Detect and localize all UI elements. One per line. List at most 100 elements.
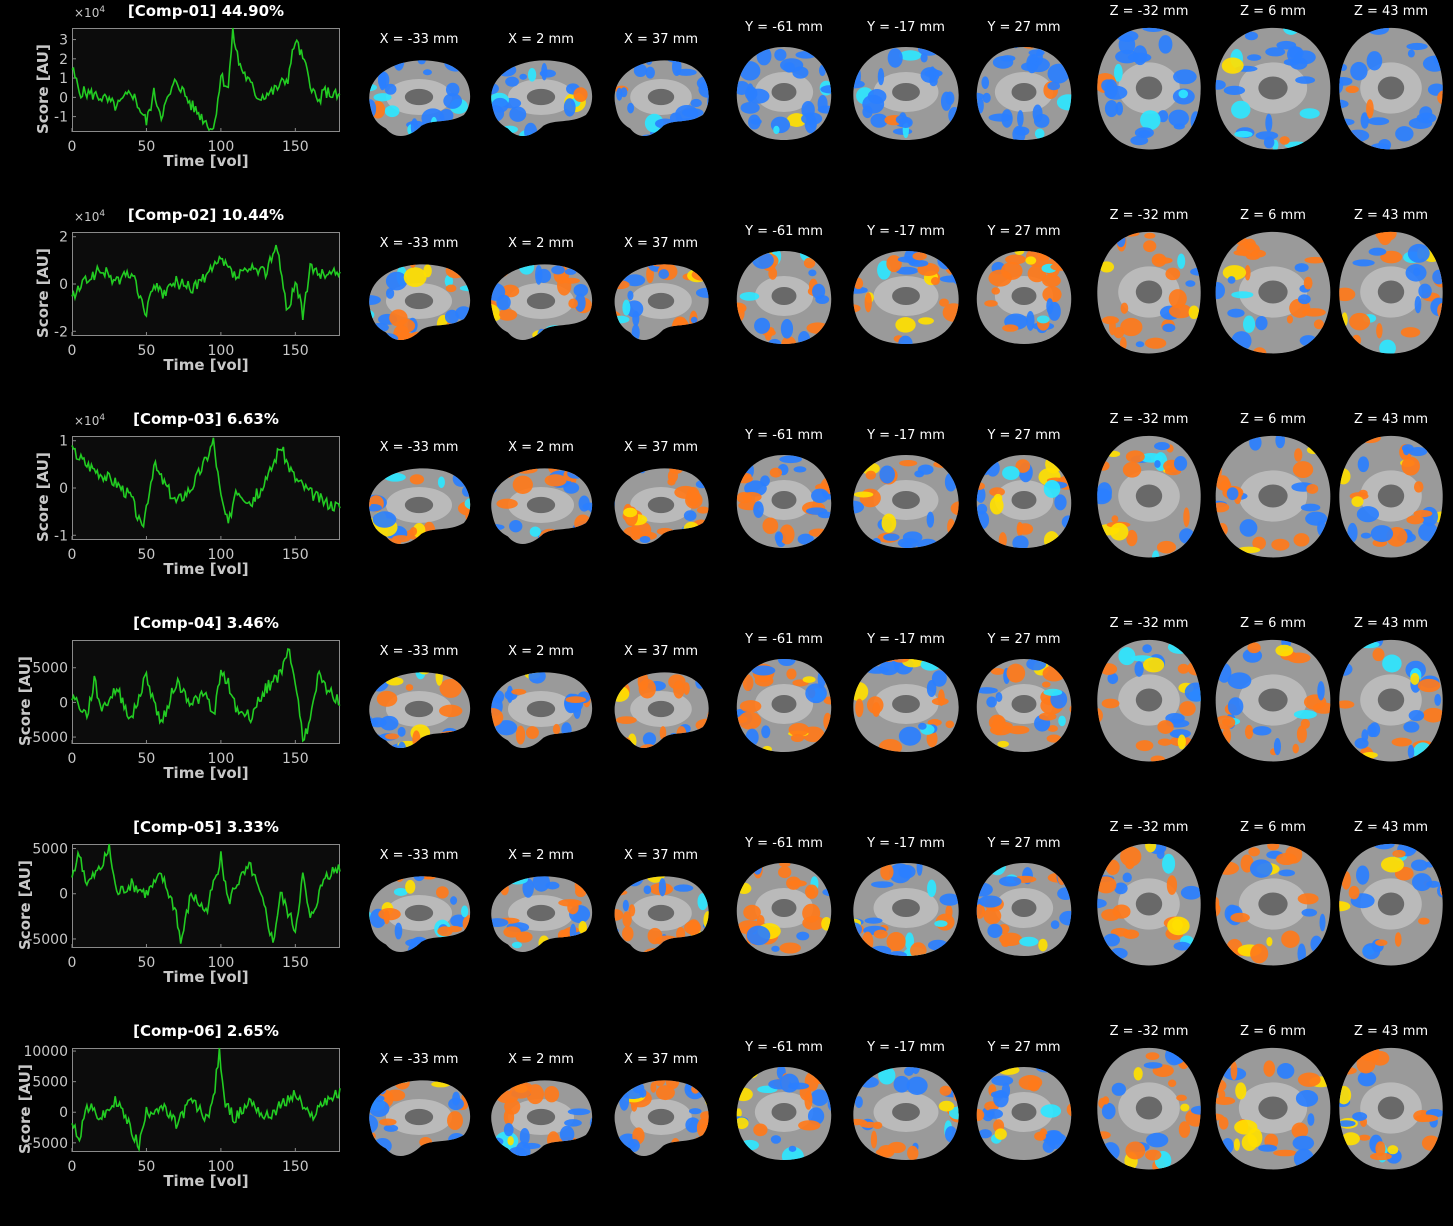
- brain-slice-map: [1339, 1047, 1443, 1170]
- y-tick-label: 5000: [32, 842, 68, 858]
- slice-coordinate-label: Z = 43 mm: [1353, 412, 1429, 427]
- brain-slice-map: [491, 264, 593, 341]
- slice-coordinate-label: Y = -61 mm: [745, 836, 823, 851]
- brain-slice-map: [976, 659, 1072, 752]
- slice-coordinate-label: Y = 27 mm: [987, 224, 1061, 239]
- slice-coordinate-label: X = 2 mm: [508, 644, 574, 659]
- brain-slice-map: [976, 455, 1072, 548]
- component-title: [Comp-06] 2.65%: [133, 1022, 279, 1040]
- brain-slice-map: [491, 1080, 593, 1157]
- timecourse-line: [71, 437, 341, 529]
- slice-coordinate-label: Y = -61 mm: [745, 1040, 823, 1055]
- x-axis-label: Time [vol]: [163, 356, 249, 374]
- x-tick-label: 150: [282, 139, 309, 155]
- slice-coordinate-label: Y = -17 mm: [867, 632, 945, 647]
- brain-slice-map: [1339, 843, 1443, 966]
- brain-slice-map: [853, 863, 959, 956]
- slice-coordinate-label: Z = -32 mm: [1109, 1024, 1189, 1039]
- brain-slice-map: [491, 468, 593, 545]
- brain-slice-map: [1097, 435, 1201, 558]
- slice-coordinate-label: Y = -61 mm: [745, 224, 823, 239]
- y-tick-label: -2: [54, 324, 68, 340]
- y-tick-label: 2: [59, 52, 68, 68]
- brain-slice-map: [976, 251, 1072, 344]
- x-tick-label: 150: [282, 343, 309, 359]
- y-tick-label: 0: [59, 277, 68, 293]
- slice-coordinate-label: X = -33 mm: [379, 236, 459, 251]
- slice-coordinate-label: Y = -61 mm: [745, 20, 823, 35]
- y-scale-multiplier: ×104: [74, 413, 106, 428]
- brain-slice-map: [614, 876, 709, 953]
- brain-slice-map: [369, 468, 471, 545]
- brain-slice-map: [1339, 27, 1443, 150]
- slice-coordinate-label: Z = 43 mm: [1353, 616, 1429, 631]
- y-tick-label: 0: [59, 695, 68, 711]
- x-tick-label: 100: [208, 547, 235, 563]
- x-tick-label: 0: [68, 139, 77, 155]
- brain-slice-map: [614, 1080, 709, 1157]
- x-tick-label: 50: [138, 139, 156, 155]
- timecourse-line: [71, 27, 341, 132]
- slice-coordinate-label: X = -33 mm: [379, 848, 459, 863]
- y-scale-multiplier: ×104: [74, 209, 106, 224]
- y-tick-label: -5000: [27, 1136, 68, 1152]
- slice-coordinate-label: Y = 27 mm: [987, 836, 1061, 851]
- slice-coordinate-label: X = -33 mm: [379, 644, 459, 659]
- y-tick-label: -5000: [27, 932, 68, 948]
- brain-slice-map: [1339, 231, 1443, 354]
- y-tick-label: 5000: [32, 661, 68, 677]
- slice-coordinate-label: Z = 6 mm: [1240, 412, 1306, 427]
- x-tick-label: 50: [138, 547, 156, 563]
- slice-coordinate-label: Z = 6 mm: [1240, 4, 1306, 19]
- x-axis-label: Time [vol]: [163, 764, 249, 782]
- slice-coordinate-label: Z = 6 mm: [1240, 616, 1306, 631]
- brain-slice-map: [369, 1080, 471, 1157]
- x-tick-label: 150: [282, 1159, 309, 1175]
- slice-coordinate-label: Y = -17 mm: [867, 1040, 945, 1055]
- slice-coordinate-label: Y = 27 mm: [987, 20, 1061, 35]
- brain-slice-map: [736, 251, 832, 344]
- brain-slice-map: [853, 659, 959, 752]
- slice-coordinate-label: Y = -17 mm: [867, 836, 945, 851]
- slice-coordinate-label: Z = -32 mm: [1109, 208, 1189, 223]
- brain-slice-map: [853, 251, 959, 344]
- x-tick-label: 100: [208, 751, 235, 767]
- slice-coordinate-label: Y = -61 mm: [745, 428, 823, 443]
- brain-slice-map: [736, 1067, 832, 1160]
- slice-coordinate-label: Z = 6 mm: [1240, 208, 1306, 223]
- brain-slice-map: [614, 60, 709, 137]
- slice-coordinate-label: X = -33 mm: [379, 1052, 459, 1067]
- x-axis-label: Time [vol]: [163, 1172, 249, 1190]
- slice-coordinate-label: X = -33 mm: [379, 440, 459, 455]
- brain-slice-map: [1097, 843, 1201, 966]
- slice-coordinate-label: X = 37 mm: [623, 32, 699, 47]
- timecourse-plot: [72, 1048, 340, 1152]
- y-tick-label: 0: [59, 887, 68, 903]
- y-tick-label: 0: [59, 1105, 68, 1121]
- timecourse-line: [71, 244, 341, 320]
- y-tick-label: 0: [59, 481, 68, 497]
- brain-slice-map: [1215, 231, 1331, 354]
- brain-slice-map: [1215, 1047, 1331, 1170]
- brain-slice-map: [614, 264, 709, 341]
- slice-coordinate-label: X = 37 mm: [623, 848, 699, 863]
- brain-slice-map: [1097, 639, 1201, 762]
- slice-coordinate-label: Z = 6 mm: [1240, 1024, 1306, 1039]
- slice-coordinate-label: Z = -32 mm: [1109, 820, 1189, 835]
- x-tick-label: 0: [68, 1159, 77, 1175]
- brain-slice-map: [1339, 639, 1443, 762]
- slice-coordinate-label: Z = 6 mm: [1240, 820, 1306, 835]
- slice-coordinate-label: Z = 43 mm: [1353, 4, 1429, 19]
- component-title: [Comp-01] 44.90%: [127, 2, 285, 20]
- timecourse-line: [71, 1047, 341, 1153]
- brain-slice-map: [976, 863, 1072, 956]
- brain-slice-map: [369, 264, 471, 341]
- slice-coordinate-label: X = 2 mm: [508, 32, 574, 47]
- y-tick-label: -1: [54, 110, 68, 126]
